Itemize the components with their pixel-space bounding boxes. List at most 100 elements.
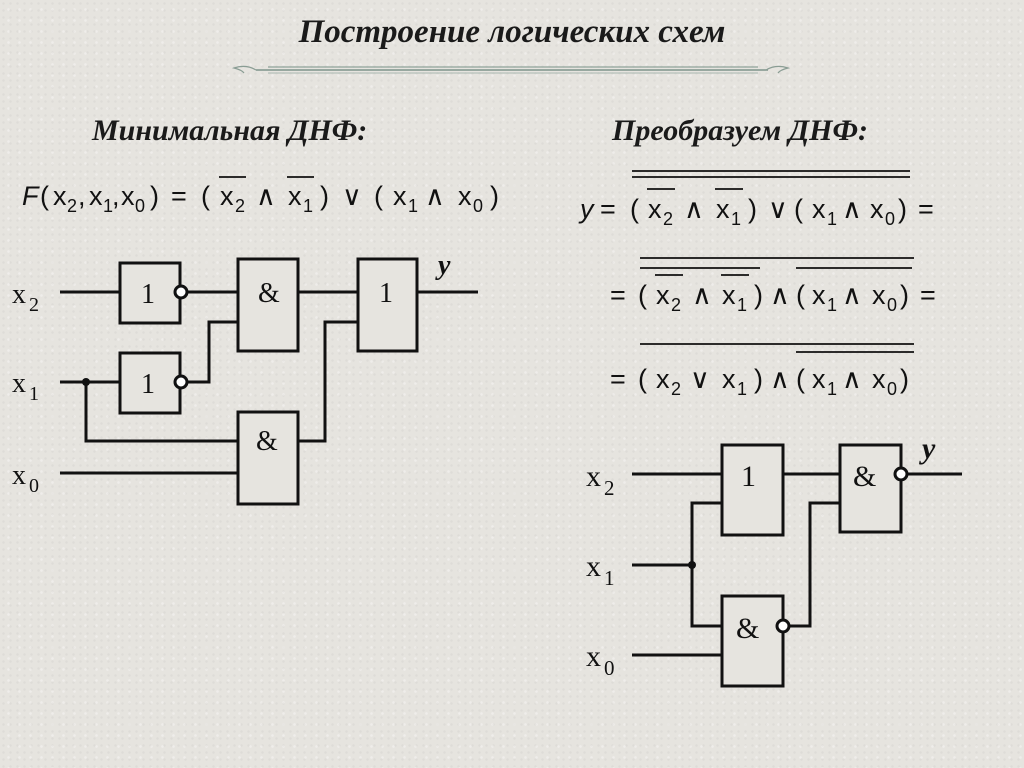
term2-x1-sub: 1 — [827, 295, 837, 315]
open-paren: ( — [796, 364, 805, 394]
left-section-heading: Минимальная ДНФ: — [92, 114, 368, 147]
comma: , — [112, 181, 120, 211]
term1-x2: x — [656, 280, 670, 310]
nand-gate-output — [838, 443, 903, 534]
circuit-wires — [632, 472, 962, 657]
open-paren: ( — [796, 280, 805, 310]
left-logic-circuit: 1 1 & & 1 x 2 x 1 x 0 y — [12, 250, 478, 506]
input-label-x0-sub: 0 — [29, 475, 39, 497]
term2-x0-sub: 0 — [887, 379, 897, 399]
term1-x2-sub: 2 — [671, 379, 681, 399]
equals-sign: = — [610, 280, 626, 310]
right-logic-circuit: 1 & & x 2 x 1 x 0 y — [586, 432, 962, 688]
or-gate-label: 1 — [379, 278, 393, 309]
output-label-y: y — [919, 432, 936, 465]
open-paren: ( — [40, 181, 49, 211]
function-symbol: F — [22, 181, 40, 211]
inversion-bubble — [173, 374, 189, 390]
and-gate-top-label: & — [258, 278, 280, 309]
input-label-x2: x — [12, 279, 26, 310]
nand-gate-output-label: & — [853, 460, 876, 493]
circuit-wires — [60, 290, 478, 475]
open-paren: ( — [794, 194, 803, 224]
input-label-x0-sub: 0 — [604, 656, 615, 680]
term1-x2-sub: 2 — [663, 209, 673, 229]
equals-sign: = — [610, 364, 626, 394]
close-paren: ) — [320, 181, 329, 211]
close-paren: ) — [898, 194, 907, 224]
and-gate-top — [236, 257, 300, 353]
title-ornament-rule — [231, 65, 791, 74]
close-paren: ) — [150, 181, 159, 211]
term2-x0: x — [870, 194, 884, 224]
term2-x1: x — [812, 364, 826, 394]
term1-x1-sub: 1 — [731, 209, 741, 229]
input-label-x1: x — [12, 368, 26, 399]
output-symbol-y: y — [578, 194, 595, 224]
input-label-x1-sub: 1 — [29, 383, 39, 405]
slide-title: Построение логических схем — [298, 14, 726, 50]
wire — [187, 320, 238, 384]
term1-x2-sub: 2 — [235, 196, 245, 216]
wire — [789, 501, 840, 628]
or-operator: ∨ — [690, 364, 710, 394]
equals-sign: = — [171, 181, 187, 211]
and-gate-bottom — [236, 410, 300, 506]
inversion-bubble — [173, 284, 189, 300]
input-label-x2: x — [586, 460, 601, 493]
arg-x2: x — [53, 181, 67, 211]
term1-x2: x — [648, 194, 662, 224]
comma: , — [78, 181, 86, 211]
or-operator: ∨ — [768, 194, 788, 224]
or-gate-top — [720, 443, 785, 537]
term2-x1: x — [812, 280, 826, 310]
equals-sign: = — [918, 194, 934, 224]
term2-x1: x — [812, 194, 826, 224]
or-gate-top-label: 1 — [741, 460, 756, 493]
arg-x2-sub: 2 — [67, 196, 77, 216]
junction-dot — [82, 378, 90, 386]
input-label-x0: x — [12, 460, 26, 491]
junction-dot — [688, 561, 696, 569]
and-operator: ∧ — [684, 194, 704, 224]
term1-x1: x — [722, 280, 736, 310]
wire — [690, 501, 722, 628]
and-operator: ∧ — [842, 194, 862, 224]
or-operator: ∨ — [342, 181, 362, 211]
right-section-heading: Преобразуем ДНФ: — [612, 114, 868, 147]
and-operator: ∧ — [692, 280, 712, 310]
output-label-y: y — [435, 250, 451, 281]
input-label-x1: x — [586, 550, 601, 583]
open-paren: ( — [630, 194, 639, 224]
input-label-x2-sub: 2 — [29, 294, 39, 316]
term2-x0-sub: 0 — [473, 196, 483, 216]
not-gate-top-label: 1 — [141, 279, 155, 310]
or-gate-output — [356, 257, 419, 353]
arg-x1-sub: 1 — [103, 196, 113, 216]
input-label-x2-sub: 2 — [604, 476, 615, 500]
term1-x2-sub: 2 — [671, 295, 681, 315]
open-paren: ( — [374, 181, 383, 211]
close-paren: ) — [490, 181, 499, 211]
and-operator: ∧ — [770, 364, 790, 394]
term1-x1-sub: 1 — [303, 196, 313, 216]
not-gate-middle-label: 1 — [141, 369, 155, 400]
not-gate-middle — [118, 351, 182, 415]
close-paren: ) — [754, 280, 763, 310]
arg-x0: x — [121, 181, 135, 211]
term2-x0-sub: 0 — [887, 295, 897, 315]
equals-sign: = — [600, 194, 616, 224]
and-operator: ∧ — [842, 364, 862, 394]
arg-x0-sub: 0 — [135, 196, 145, 216]
arg-x1: x — [89, 181, 103, 211]
right-transformed-dnf-formula: y = ( x 2 ∧ x 1 ) ∨ ( x 1 ∧ x 0 ) = = ( — [578, 170, 936, 399]
term1-x2: x — [220, 181, 234, 211]
and-operator: ∧ — [842, 280, 862, 310]
close-paren: ) — [900, 364, 909, 394]
term2-x0: x — [872, 280, 886, 310]
close-paren: ) — [900, 280, 909, 310]
inversion-bubble — [893, 466, 909, 482]
and-operator: ∧ — [770, 280, 790, 310]
term2-x1-sub: 1 — [408, 196, 418, 216]
